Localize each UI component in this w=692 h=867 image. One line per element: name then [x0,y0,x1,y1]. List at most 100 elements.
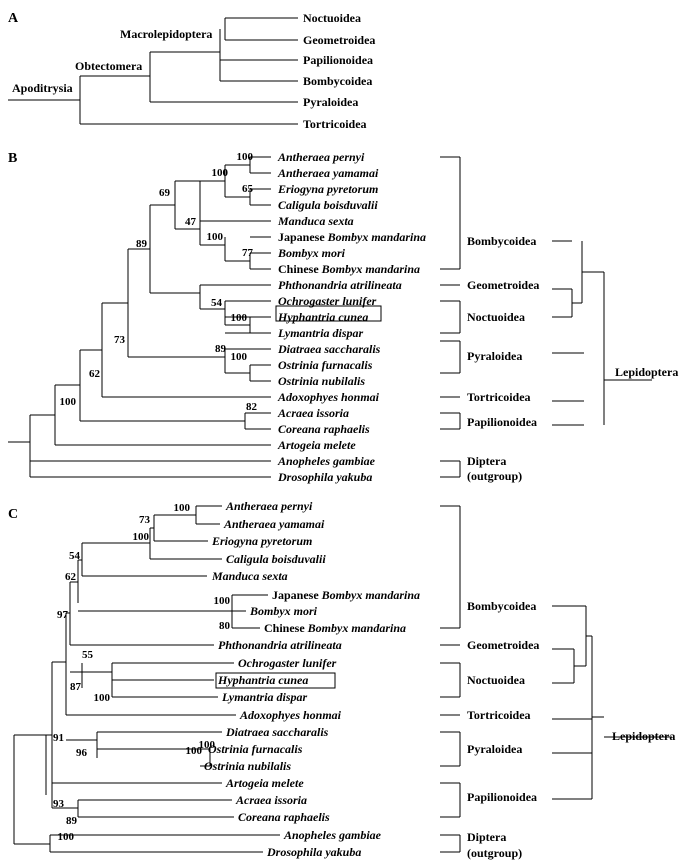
bootstrap-value: 100 [212,167,229,179]
bootstrap-value: 100 [231,312,248,324]
tree-c-taxon: Ostrinia furnacalis [208,742,303,756]
tree-c-taxon: Artogeia melete [225,776,304,790]
group-label-tortricoidea: Tortricoidea [467,708,531,722]
tree-b-taxon: Antheraea pernyi [277,150,365,164]
group-label-bombycoidea: Bombycoidea [467,599,536,613]
tree-a-taxon: Papilionoidea [303,53,373,67]
tree-b-taxon: Lymantria dispar [277,326,364,340]
tree-b-taxon: Ostrinia nubilalis [278,374,365,388]
bootstrap-value: 69 [159,187,171,199]
tree-c-taxon: Caligula boisduvalii [226,552,326,566]
tree-c-taxon: Antheraea yamamai [223,517,325,531]
tree-b-taxon: Manduca sexta [277,214,354,228]
bootstrap-value: 100 [207,231,224,243]
bootstrap-value: 100 [237,151,254,163]
tree-b-taxon: Ochrogaster lunifer [278,294,377,308]
group-label-pyraloidea: Pyraloidea [467,349,522,363]
tree-a-taxon: Noctuoidea [303,11,361,25]
tree-b-taxon: Drosophila yakuba [277,470,372,484]
tree-a-taxon: Bombycoidea [303,74,372,88]
tree-c-taxon: Japanese Bombyx mandarina [272,588,420,602]
bootstrap-value: 100 [199,739,216,751]
bootstrap-value: 100 [186,745,203,757]
tree-a-taxon: Pyraloidea [303,95,358,109]
tree-b-taxon: Chinese Bombyx mandarina [278,262,420,276]
bootstrap-value: 47 [185,216,197,228]
bootstrap-value: 100 [214,595,231,607]
tree-b-taxon: Japanese Bombyx mandarina [278,230,426,244]
bootstrap-value: 82 [246,401,258,413]
bootstrap-value: 100 [58,831,75,843]
highlight-box-hyphantria [215,672,336,689]
highlight-box-hyphantria [275,305,382,322]
tree-a-clade-label: Obtectomera [75,59,142,73]
tree-c-taxon: Anopheles gambiae [283,828,382,842]
bootstrap-value: 93 [53,798,65,810]
bootstrap-value: 100 [174,502,191,514]
group-label-lepidoptera: Lepidoptera [612,729,675,743]
tree-b-taxon: Phthonandria atrilineata [278,278,402,292]
bootstrap-value: 89 [66,815,78,827]
tree-c-taxon: Antheraea pernyi [225,499,313,513]
tree-a-taxon: Tortricoidea [303,117,367,131]
tree-b-taxon: Anopheles gambiae [277,454,376,468]
bootstrap-value: 73 [139,514,151,526]
panel-label-c: C [8,507,18,522]
tree-b-taxon: Eriogyna pyretorum [277,182,378,196]
bootstrap-value: 96 [76,747,88,759]
tree-b-taxon: Acraea issoria [277,406,349,420]
group-label-geometroidea: Geometroidea [467,278,539,292]
tree-a-root-label: Apoditrysia [12,81,73,95]
tree-c-taxon: Drosophila yakuba [266,845,361,859]
group-label-diptera: Diptera [467,830,506,844]
bootstrap-value: 89 [136,238,148,250]
tree-b-taxon: Diatraea saccharalis [277,342,381,356]
group-label-geometroidea: Geometroidea [467,638,539,652]
bootstrap-value: 77 [242,247,254,259]
panel-label-a: A [8,11,19,26]
group-label-lepidoptera: Lepidoptera [615,365,678,379]
group-label-outgroup: (outgroup) [467,469,522,483]
tree-c-taxon: Bombyx mori [249,604,318,618]
tree-b-taxon: Ostrinia furnacalis [278,358,373,372]
bootstrap-value: 80 [219,620,231,632]
bootstrap-value: 73 [114,334,126,346]
tree-c-taxon: Acraea issoria [235,793,307,807]
group-label-bombycoidea: Bombycoidea [467,234,536,248]
bootstrap-value: 54 [211,297,223,309]
tree-b-taxon: Hyphantria cunea [277,310,368,324]
tree-c-taxon: Lymantria dispar [221,690,308,704]
tree-b-taxon: Bombyx mori [277,246,346,260]
tree-c-taxon: Phthonandria atrilineata [218,638,342,652]
tree-c-taxon: Diatraea saccharalis [225,725,329,739]
group-label-papilionoidea: Papilionoidea [467,415,537,429]
bootstrap-value: 62 [65,571,77,583]
tree-b-taxon: Adoxophyes honmai [277,390,380,404]
tree-c-taxon: Adoxophyes honmai [239,708,342,722]
bootstrap-value: 65 [242,183,254,195]
tree-a-taxon: Geometroidea [303,33,375,47]
bootstrap-value: 100 [94,692,111,704]
tree-c-taxon: Chinese Bombyx mandarina [264,621,406,635]
tree-c-taxon: Eriogyna pyretorum [211,534,312,548]
bootstrap-value: 62 [89,368,101,380]
tree-b-taxon: Antheraea yamamai [277,166,379,180]
bootstrap-value: 100 [231,351,248,363]
bootstrap-value: 89 [215,343,227,355]
bootstrap-value: 97 [57,609,69,621]
bootstrap-value: 100 [133,531,150,543]
group-label-papilionoidea: Papilionoidea [467,790,537,804]
tree-branches [8,17,672,853]
tree-b-taxon: Coreana raphaelis [278,422,370,436]
bootstrap-value: 91 [53,732,64,744]
tree-b-taxon: Artogeia melete [277,438,356,452]
group-label-diptera: Diptera [467,454,506,468]
tree-c-taxon: Coreana raphaelis [238,810,330,824]
bootstrap-value: 100 [60,396,77,408]
bootstrap-value: 55 [82,649,94,661]
tree-c-taxon: Hyphantria cunea [217,673,308,687]
group-label-pyraloidea: Pyraloidea [467,742,522,756]
bootstrap-value: 87 [70,681,82,693]
